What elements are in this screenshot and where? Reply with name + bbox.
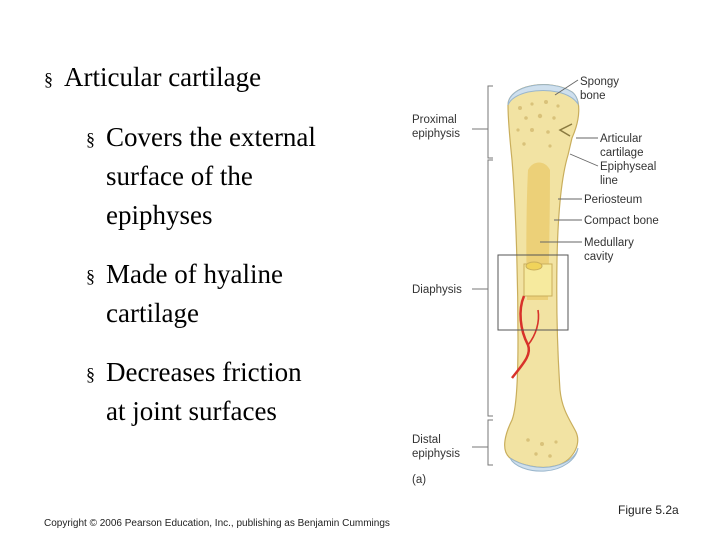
label-line: epiphysis <box>412 128 460 140</box>
bullet-marker: § <box>86 266 95 286</box>
label-line: Medullary <box>584 237 634 249</box>
copyright-notice: Copyright © 2006 Pearson Education, Inc.… <box>44 518 390 529</box>
bullet-list: § Articular cartilage § Covers the exter… <box>44 58 404 431</box>
label-panel: (a) <box>412 474 426 486</box>
sub-bullet: § Covers the external surface of the epi… <box>86 118 404 235</box>
region-brackets <box>472 85 493 466</box>
leader-lines <box>540 79 599 243</box>
femur-illustration <box>497 84 580 472</box>
proximal-cartilage <box>507 84 579 106</box>
bullet-marker: § <box>44 69 53 89</box>
figure-reference: Figure 5.2a <box>618 503 679 517</box>
epiphyseal-notch <box>558 123 573 137</box>
label-line: Proximal <box>412 114 457 126</box>
label-line: Distal <box>412 434 441 446</box>
sub-bullet-text: Made of hyaline cartilage <box>106 259 283 328</box>
sub-bullet: § Decreases friction at joint surfaces <box>86 353 404 431</box>
distal-cartilage <box>509 447 579 472</box>
distal-bracket <box>487 419 493 466</box>
label-proximal-epiphysis: Proximal epiphysis <box>412 114 460 140</box>
long-bone-diagram: Proximal epiphysis Diaphysis Distal epip… <box>412 76 659 486</box>
label-line: Articular <box>600 133 642 145</box>
heading-bullet: § Articular cartilage <box>44 58 404 98</box>
label-compact-bone: Compact bone <box>584 215 659 227</box>
label-periosteum: Periosteum <box>584 194 642 206</box>
label-line: bone <box>580 90 606 102</box>
label-distal-epiphysis: Distal epiphysis <box>412 434 460 460</box>
label-medullary-cavity: Medullary cavity <box>584 237 637 263</box>
artery-branch <box>527 309 540 346</box>
proximal-bracket <box>487 85 493 159</box>
label-epiphyseal-line: Epiphyseal line <box>600 161 659 187</box>
spongy-bone-texture <box>516 100 560 458</box>
label-spongy-bone: Spongy bone <box>580 76 622 102</box>
sub-bullet-text: Covers the external surface of the epiph… <box>106 122 316 230</box>
label-line: line <box>600 175 618 187</box>
bullet-marker: § <box>86 129 95 149</box>
sub-bullet-text: Decreases friction at joint surfaces <box>106 357 302 426</box>
label-line: cavity <box>584 251 614 263</box>
label-line: Spongy <box>580 76 619 88</box>
label-line: epiphysis <box>412 448 460 460</box>
bullet-marker: § <box>86 364 95 384</box>
label-articular-cartilage: Articular cartilage <box>600 133 645 159</box>
label-diaphysis: Diaphysis <box>412 284 462 296</box>
heading-text: Articular cartilage <box>64 62 262 92</box>
label-line: Epiphyseal <box>600 161 656 173</box>
inset-box <box>497 254 569 331</box>
label-line: cartilage <box>600 147 643 159</box>
diaphysis-bracket <box>487 159 493 417</box>
section-top <box>525 261 543 271</box>
sub-bullet: § Made of hyaline cartilage <box>86 255 404 333</box>
